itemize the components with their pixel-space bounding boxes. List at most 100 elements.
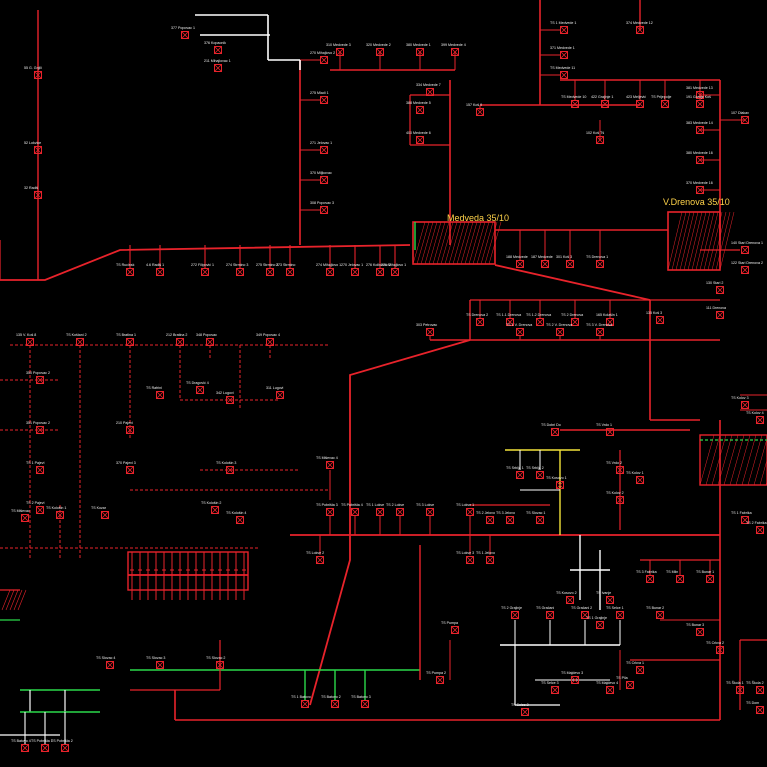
transformer-station-node[interactable] xyxy=(416,136,424,144)
transformer-station-node[interactable] xyxy=(426,328,434,336)
transformer-station-node[interactable] xyxy=(556,481,564,489)
transformer-station-node[interactable] xyxy=(416,106,424,114)
transformer-station-node[interactable] xyxy=(656,611,664,619)
transformer-station-node[interactable] xyxy=(741,246,749,254)
transformer-station-node[interactable] xyxy=(596,136,604,144)
transformer-station-node[interactable] xyxy=(741,401,749,409)
transformer-station-node[interactable] xyxy=(236,268,244,276)
transformer-station-node[interactable] xyxy=(56,511,64,519)
transformer-station-node[interactable] xyxy=(320,176,328,184)
transformer-station-node[interactable] xyxy=(126,426,134,434)
transformer-station-node[interactable] xyxy=(616,496,624,504)
transformer-station-node[interactable] xyxy=(196,386,204,394)
transformer-station-node[interactable] xyxy=(26,338,34,346)
transformer-station-node[interactable] xyxy=(756,416,764,424)
transformer-station-node[interactable] xyxy=(466,508,474,516)
transformer-station-node[interactable] xyxy=(560,51,568,59)
transformer-station-node[interactable] xyxy=(756,526,764,534)
transformer-station-node[interactable] xyxy=(696,628,704,636)
transformer-station-node[interactable] xyxy=(126,466,134,474)
transformer-station-node[interactable] xyxy=(214,46,222,54)
transformer-station-node[interactable] xyxy=(516,260,524,268)
transformer-station-node[interactable] xyxy=(286,268,294,276)
transformer-station-node[interactable] xyxy=(214,64,222,72)
transformer-station-node[interactable] xyxy=(556,328,564,336)
transformer-station-node[interactable] xyxy=(516,328,524,336)
transformer-station-node[interactable] xyxy=(636,666,644,674)
transformer-station-node[interactable] xyxy=(266,338,274,346)
transformer-station-node[interactable] xyxy=(361,700,369,708)
transformer-station-node[interactable] xyxy=(596,260,604,268)
transformer-station-node[interactable] xyxy=(320,96,328,104)
transformer-station-node[interactable] xyxy=(326,461,334,469)
transformer-station-node[interactable] xyxy=(626,681,634,689)
transformer-station-node[interactable] xyxy=(76,338,84,346)
transformer-station-node[interactable] xyxy=(126,268,134,276)
transformer-station-node[interactable] xyxy=(216,661,224,669)
transformer-station-node[interactable] xyxy=(301,700,309,708)
transformer-station-node[interactable] xyxy=(581,611,589,619)
transformer-station-node[interactable] xyxy=(41,744,49,752)
transformer-station-node[interactable] xyxy=(606,686,614,694)
transformer-station-node[interactable] xyxy=(511,611,519,619)
transformer-station-node[interactable] xyxy=(326,508,334,516)
transformer-station-node[interactable] xyxy=(106,661,114,669)
transformer-station-node[interactable] xyxy=(736,686,744,694)
transformer-station-node[interactable] xyxy=(506,516,514,524)
transformer-station-node[interactable] xyxy=(21,514,29,522)
transformer-station-node[interactable] xyxy=(506,318,514,326)
transformer-station-node[interactable] xyxy=(560,26,568,34)
transformer-station-node[interactable] xyxy=(351,268,359,276)
transformer-station-node[interactable] xyxy=(206,338,214,346)
transformer-station-node[interactable] xyxy=(521,708,529,716)
transformer-station-node[interactable] xyxy=(476,318,484,326)
transformer-station-node[interactable] xyxy=(646,575,654,583)
transformer-station-node[interactable] xyxy=(596,328,604,336)
transformer-station-node[interactable] xyxy=(156,661,164,669)
transformer-station-node[interactable] xyxy=(636,476,644,484)
transformer-station-node[interactable] xyxy=(716,311,724,319)
transformer-station-node[interactable] xyxy=(34,191,42,199)
transformer-station-node[interactable] xyxy=(201,268,209,276)
transformer-station-node[interactable] xyxy=(716,646,724,654)
transformer-station-node[interactable] xyxy=(36,376,44,384)
transformer-station-node[interactable] xyxy=(696,186,704,194)
transformer-station-node[interactable] xyxy=(551,428,559,436)
transformer-station-node[interactable] xyxy=(606,428,614,436)
transformer-station-node[interactable] xyxy=(36,506,44,514)
transformer-station-node[interactable] xyxy=(181,31,189,39)
transformer-station-node[interactable] xyxy=(451,626,459,634)
transformer-station-node[interactable] xyxy=(101,511,109,519)
transformer-station-node[interactable] xyxy=(426,508,434,516)
transformer-station-node[interactable] xyxy=(320,146,328,154)
transformer-station-node[interactable] xyxy=(741,266,749,274)
transformer-station-node[interactable] xyxy=(541,260,549,268)
transformer-station-node[interactable] xyxy=(156,391,164,399)
transformer-station-node[interactable] xyxy=(376,508,384,516)
transformer-station-node[interactable] xyxy=(536,516,544,524)
transformer-station-node[interactable] xyxy=(606,596,614,604)
transformer-station-node[interactable] xyxy=(351,508,359,516)
transformer-station-node[interactable] xyxy=(571,318,579,326)
transformer-station-node[interactable] xyxy=(266,268,274,276)
transformer-station-node[interactable] xyxy=(596,621,604,629)
transformer-station-node[interactable] xyxy=(211,506,219,514)
transformer-station-node[interactable] xyxy=(606,318,614,326)
transformer-station-node[interactable] xyxy=(566,596,574,604)
transformer-station-node[interactable] xyxy=(546,611,554,619)
transformer-station-node[interactable] xyxy=(571,676,579,684)
transformer-station-node[interactable] xyxy=(716,286,724,294)
transformer-station-node[interactable] xyxy=(536,318,544,326)
transformer-station-node[interactable] xyxy=(616,466,624,474)
transformer-station-node[interactable] xyxy=(466,556,474,564)
transformer-station-node[interactable] xyxy=(616,611,624,619)
transformer-station-node[interactable] xyxy=(516,471,524,479)
transformer-station-node[interactable] xyxy=(756,706,764,714)
transformer-station-node[interactable] xyxy=(236,516,244,524)
transformer-station-node[interactable] xyxy=(320,56,328,64)
transformer-station-node[interactable] xyxy=(706,575,714,583)
transformer-station-node[interactable] xyxy=(326,268,334,276)
transformer-station-node[interactable] xyxy=(436,676,444,684)
transformer-station-node[interactable] xyxy=(61,744,69,752)
